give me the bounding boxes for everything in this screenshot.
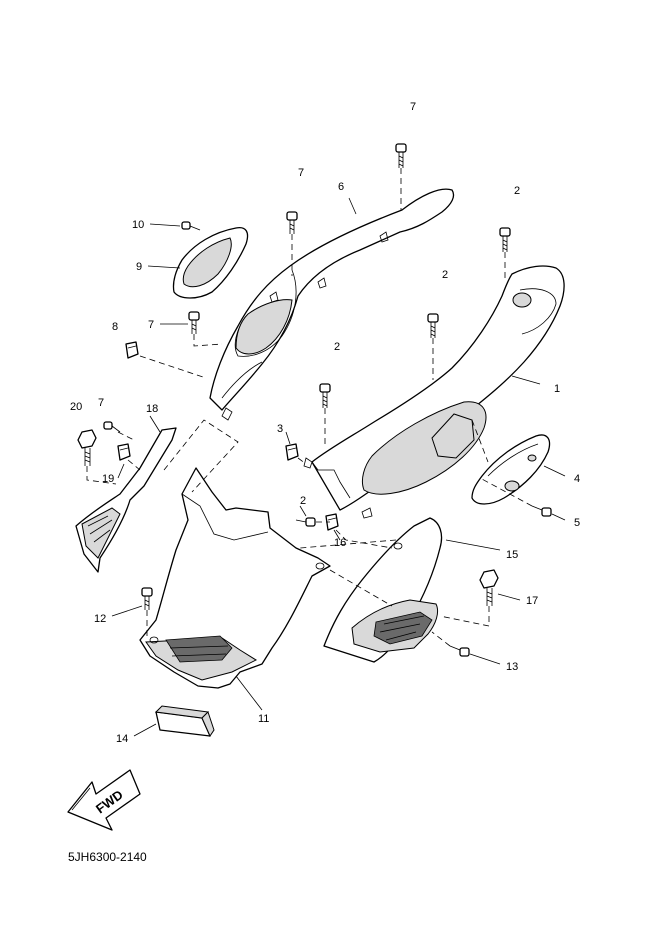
fastener-clips [117,341,339,531]
catalog-code: 5JH6300-2140 [68,850,147,864]
leader-lines [111,197,566,737]
clip-19 [117,443,131,461]
callout-7: 7 [298,167,304,179]
callout-2: 2 [300,495,306,507]
screw-7-left [188,311,200,334]
callout-7: 7 [410,101,416,113]
callout-labels: 7 7 6 2 10 9 2 8 7 2 1 20 7 18 3 19 4 2 … [70,101,580,745]
screw-13 [449,645,470,657]
callout-19: 19 [102,473,114,485]
callout-13: 13 [506,661,518,673]
part-14-damper-pad [154,705,215,738]
callout-14: 14 [116,733,128,745]
callout-20: 20 [70,401,82,413]
bolt-17 [479,569,499,606]
callout-6: 6 [338,181,344,193]
assembly-lines [86,168,533,647]
callout-8: 8 [112,321,118,333]
fastener-screws [77,143,552,657]
screw-5 [531,505,552,517]
part-6-upper-side-cover [209,188,455,421]
part-4-side-plate [471,434,551,505]
bolt-20 [77,429,97,466]
screw-2-lower [295,517,316,527]
callout-1: 1 [554,383,560,395]
callout-18: 18 [146,403,158,415]
callout-11: 11 [258,713,269,725]
callout-12: 12 [94,613,106,625]
screw-2-mid-right [427,313,439,338]
screw-7-top [395,143,407,168]
part-9-small-cover [172,226,249,299]
clip-8 [125,341,139,359]
callout-16: 16 [334,537,346,549]
clip-3 [285,443,299,461]
callout-15: 15 [506,549,518,561]
part-18-bracket [75,427,177,573]
callout-10: 10 [132,219,144,231]
screw-2-center [319,383,331,408]
clip-16 [325,513,339,531]
callout-4: 4 [574,473,580,485]
callout-9: 9 [136,261,142,273]
callout-2: 2 [334,341,340,353]
callout-7: 7 [148,319,154,331]
screw-7-upper [286,211,298,234]
screw-2-upper-right [499,227,511,252]
part-11-lower-cover [139,467,331,689]
screw-10 [181,221,201,231]
callout-3: 3 [277,423,283,435]
part-15-step-cover [323,517,443,663]
part-1-rear-side-cover [303,265,565,519]
callout-17: 17 [526,595,538,607]
screw-12 [141,587,153,610]
callout-5: 5 [574,517,580,529]
callout-7: 7 [98,397,104,409]
callout-2: 2 [442,269,448,281]
screw-7-small [103,421,121,433]
callout-2: 2 [514,185,520,197]
forward-direction-arrow: FWD [67,769,141,831]
